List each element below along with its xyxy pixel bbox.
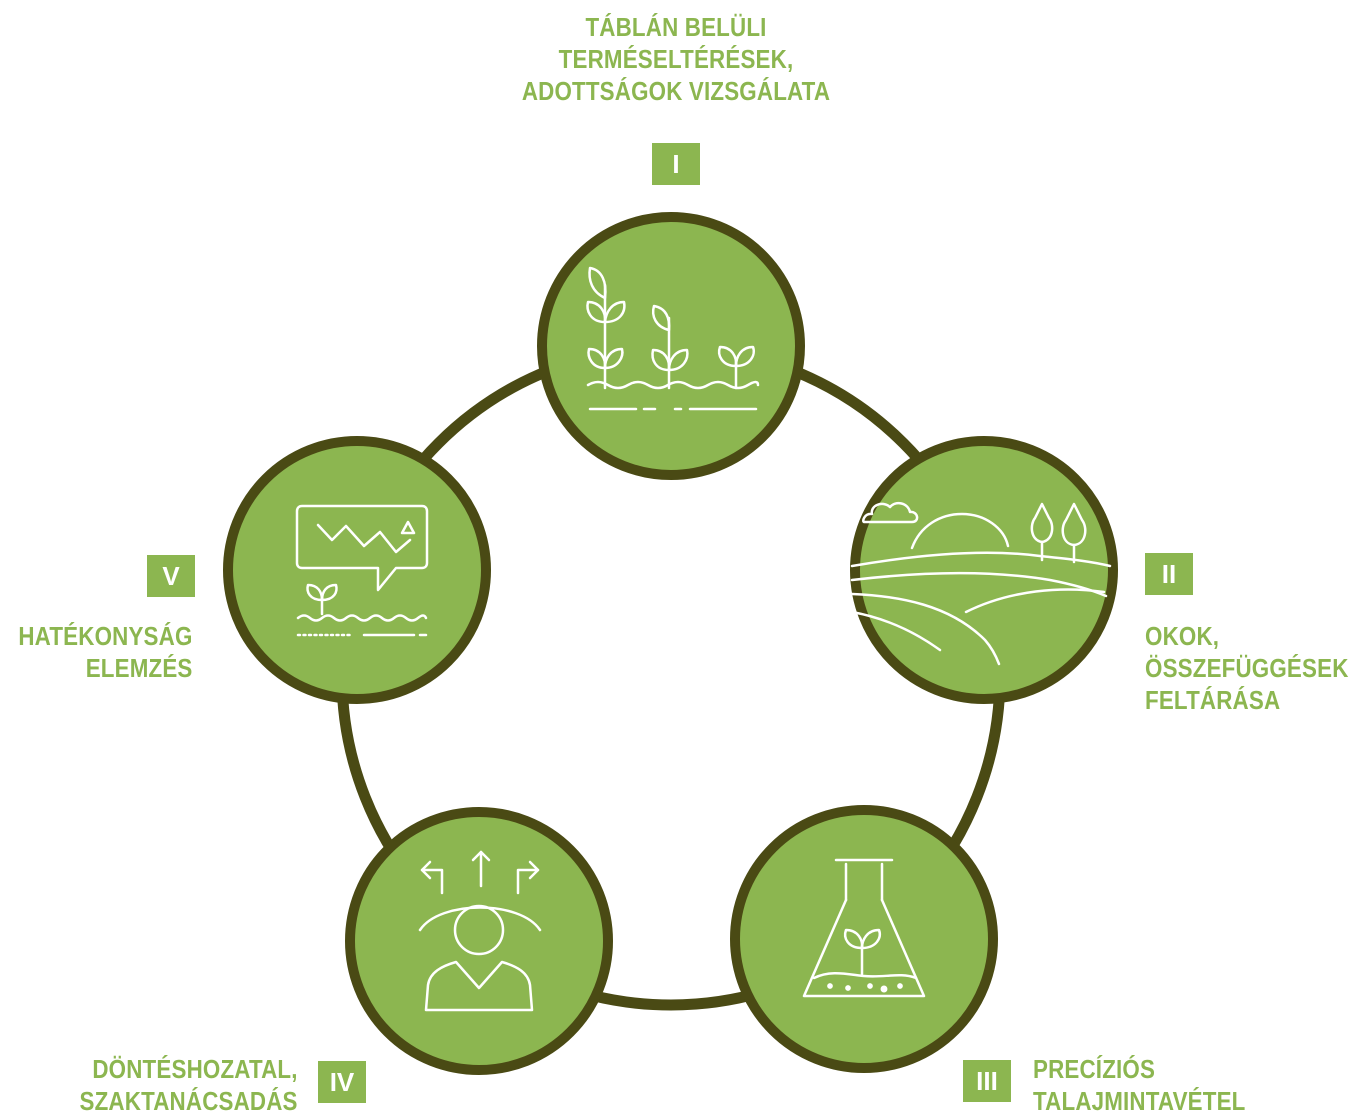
step-1-label: TÁBLÁN BELÜLI TERMÉSELTÉRÉSEK, ADOTTSÁGO… — [504, 11, 848, 107]
step-4-label-line-2: SZAKTANÁCSADÁS — [79, 1086, 298, 1116]
step-5-label-line-2: ELEMZÉS — [86, 653, 193, 683]
step-2-label-line-1: OKOK, — [1145, 621, 1220, 651]
step-3-label-line-1: PRECÍZIÓS — [1033, 1054, 1156, 1084]
step-5-label-line-1: HATÉKONYSÁG — [18, 621, 193, 651]
step-5-badge: V — [147, 555, 195, 597]
step-5-label: HATÉKONYSÁG ELEMZÉS — [19, 620, 193, 684]
step-2-label-line-3: FELTÁRÁSA — [1145, 685, 1281, 715]
step-4-label-line-1: DÖNTÉSHOZATAL, — [92, 1054, 298, 1084]
lab-flask-seedling-icon — [802, 858, 926, 998]
chart-speech-bubble-plant-icon — [295, 504, 429, 637]
step-3-badge: III — [963, 1060, 1011, 1102]
step-3-circle — [730, 805, 998, 1073]
step-4-label: DÖNTÉSHOZATAL, SZAKTANÁCSADÁS — [80, 1053, 298, 1117]
step-4-circle — [345, 807, 613, 1075]
sprouting-plants-icon — [586, 266, 760, 411]
person-decision-arrows-icon — [418, 850, 542, 1012]
step-2-badge: II — [1145, 553, 1193, 595]
step-1-label-line-1: TÁBLÁN BELÜLI — [585, 12, 767, 42]
step-1-circle — [537, 212, 805, 480]
step-2-circle — [850, 436, 1118, 704]
step-2-label: OKOK, ÖSSZEFÜGGÉSEK FELTÁRÁSA — [1145, 620, 1349, 716]
step-1-badge: I — [652, 143, 700, 185]
step-2-label-line-2: ÖSSZEFÜGGÉSEK — [1145, 653, 1349, 683]
step-5-circle — [223, 436, 491, 704]
step-3-label-line-2: TALAJMINTAVÉTEL — [1033, 1086, 1246, 1116]
step-4-badge: IV — [318, 1061, 366, 1103]
step-1-label-line-2: TERMÉSELTÉRÉSEK, — [558, 44, 794, 74]
step-1-label-line-3: ADOTTSÁGOK VIZSGÁLATA — [521, 76, 831, 106]
landscape-fields-icon — [850, 501, 1112, 666]
step-3-label: PRECÍZIÓS TALAJMINTAVÉTEL — [1033, 1053, 1246, 1117]
